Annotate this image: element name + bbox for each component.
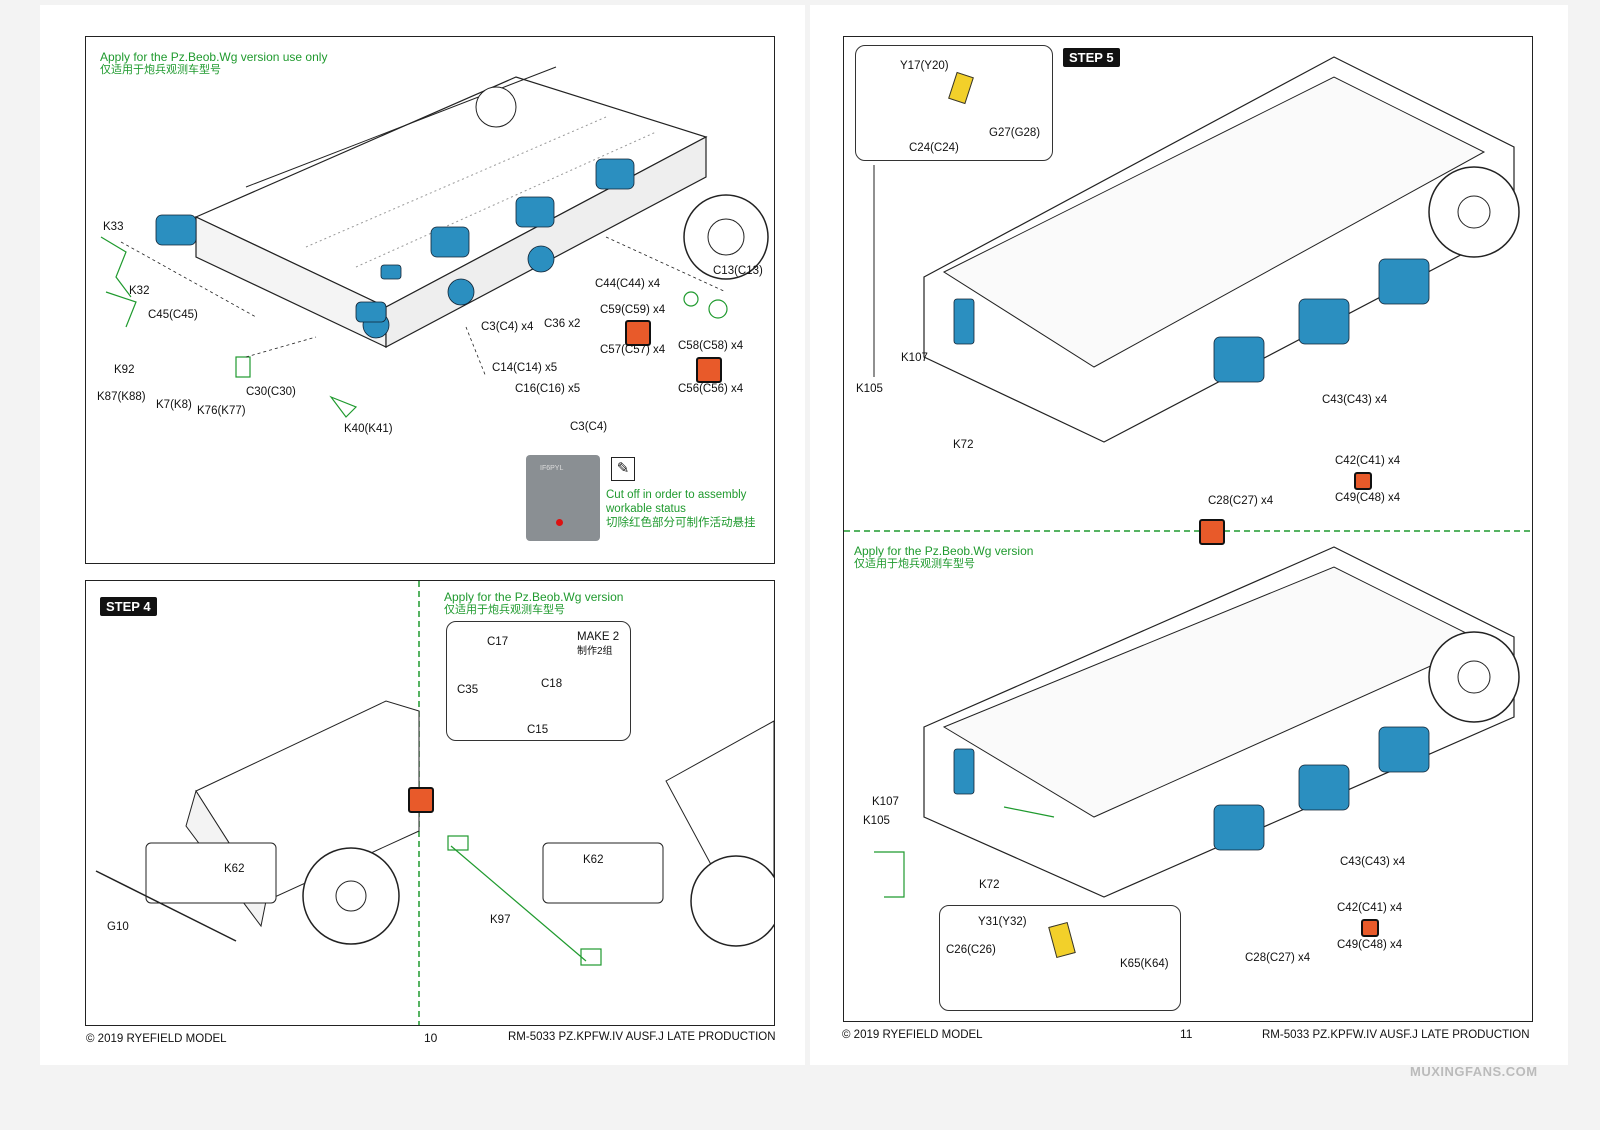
label-c35: C35 [457,684,479,696]
label-k62-right: K62 [583,854,604,866]
right-footer-copyright: © 2019 RYEFIELD MODEL [842,1029,983,1041]
label-c3-detail: C3(C4) [570,421,608,433]
make-2-en: MAKE 2 [577,631,620,643]
part-c3-detail-image: IF6PYL [526,455,600,541]
step5-note-cn: 仅适用于炮兵观测车型号 [854,558,975,570]
label-c45: C45(C45) [148,309,198,321]
bottom-label-c28: C28(C27) x4 [1245,952,1311,964]
bottom-label-k107: K107 [872,796,899,808]
step5-panel: STEP 5 Y17(Y20) C24(C24) G27(G28) K107 K… [843,36,1533,1022]
step-5-badge: STEP 5 [1063,48,1120,67]
step5-note-en: Apply for the Pz.Beob.Wg version [854,544,1034,558]
label-k32: K32 [129,285,150,297]
part-c3-marking: IF6PYL [540,465,564,472]
watermark-logo: MUXINGFANS.COM [1410,1064,1538,1079]
arrow-up-icon [1354,472,1372,490]
label-c24: C24(C24) [909,142,959,154]
label-c17: C17 [487,636,509,648]
upper-assembly-panel: Apply for the Pz.Beob.Wg version use onl… [85,36,775,564]
label-c58: C58(C58) x4 [678,340,744,352]
label-c30: C30(C30) [246,386,296,398]
label-c13: C13(C13) [713,265,763,277]
hull-underside-drawing [100,66,769,418]
top-label-c42: C42(C41) x4 [1335,455,1401,467]
yellow-part-y17 [948,71,974,105]
make-2-cn: 制作2组 [577,646,613,657]
right-footer-product: RM-5033 PZ.KPFW.IV AUSF.J LATE PRODUCTIO… [1262,1029,1530,1041]
label-k65: K65(K64) [1120,958,1169,970]
top-label-k105: K105 [856,383,883,395]
top-label-c43: C43(C43) x4 [1322,394,1388,406]
label-c44: C44(C44) x4 [595,278,661,290]
knife-icon: ✎ [611,457,635,481]
bottom-label-k105: K105 [863,815,890,827]
arrow-left-right-icon [408,787,434,813]
arrow-up-icon [1361,919,1379,937]
cut-note-en-1: Cut off in order to assembly [606,489,747,501]
label-c18: C18 [541,678,563,690]
label-c3: C3(C4) x4 [481,321,534,333]
label-c57: C57(C57) x4 [600,344,666,356]
arrow-up-down-icon [1199,519,1225,545]
step4-note-en: Apply for the Pz.Beob.Wg version [444,590,624,604]
top-label-k107: K107 [901,352,928,364]
cut-note-en-2: workable status [606,503,686,515]
label-c16: C16(C16) x5 [515,383,581,395]
bottom-label-c42: C42(C41) x4 [1337,902,1403,914]
cut-note-cn: 切除红色部分可制作活动悬挂 [606,517,756,529]
version-note-en: Apply for the Pz.Beob.Wg version use onl… [100,50,328,64]
label-y17: Y17(Y20) [900,60,949,72]
step4-panel: STEP 4 Apply for the Pz.Beob.Wg version … [85,580,775,1026]
label-c36: C36 x2 [544,318,581,330]
left-footer-page: 10 [424,1031,438,1045]
top-label-k72: K72 [953,439,974,451]
step5-drawing [844,56,1532,898]
label-c59: C59(C59) x4 [600,304,666,316]
top-label-c49: C49(C48) x4 [1335,492,1401,504]
label-k62-left: K62 [224,863,245,875]
step5-callout-bottom: Y31(Y32) C26(C26) K65(K64) [939,905,1181,1011]
label-g27: G27(G28) [989,127,1041,139]
label-k87: K87(K88) [97,391,146,403]
step4-drawing [95,581,774,1025]
label-k97: K97 [490,914,511,926]
version-note-cn: 仅适用于炮兵观测车型号 [100,64,221,76]
label-k40: K40(K41) [344,423,393,435]
label-y31: Y31(Y32) [978,916,1027,928]
label-k76: K76(K77) [197,405,246,417]
left-footer-product: RM-5033 PZ.KPFW.IV AUSF.J LATE PRODUCTIO… [508,1031,776,1043]
arrow-up-down-icon [696,357,722,383]
bottom-label-c43: C43(C43) x4 [1340,856,1406,868]
label-k33: K33 [103,221,124,233]
arrow-up-down-icon [625,320,651,346]
bottom-label-c49: C49(C48) x4 [1337,939,1403,951]
label-c15: C15 [527,724,549,736]
right-footer-page: 11 [1180,1027,1193,1041]
bottom-label-k72: K72 [979,879,1000,891]
label-k92: K92 [114,364,135,376]
label-k7: K7(K8) [156,399,192,411]
yellow-part-y31 [1048,921,1076,959]
label-g10: G10 [107,921,129,933]
step4-callout: C17 C35 C18 C15 MAKE 2 制作2组 [446,621,631,741]
label-c56: C56(C56) x4 [678,383,744,395]
label-c26: C26(C26) [946,944,996,956]
step5-callout-top: Y17(Y20) C24(C24) G27(G28) [855,45,1053,161]
label-c14: C14(C14) x5 [492,362,558,374]
left-footer-copyright: © 2019 RYEFIELD MODEL [86,1033,227,1045]
step4-note-cn: 仅适用于炮兵观测车型号 [444,604,565,616]
cut-mark [556,519,563,526]
step-4-badge: STEP 4 [100,597,157,616]
top-label-c28: C28(C27) x4 [1208,495,1274,507]
